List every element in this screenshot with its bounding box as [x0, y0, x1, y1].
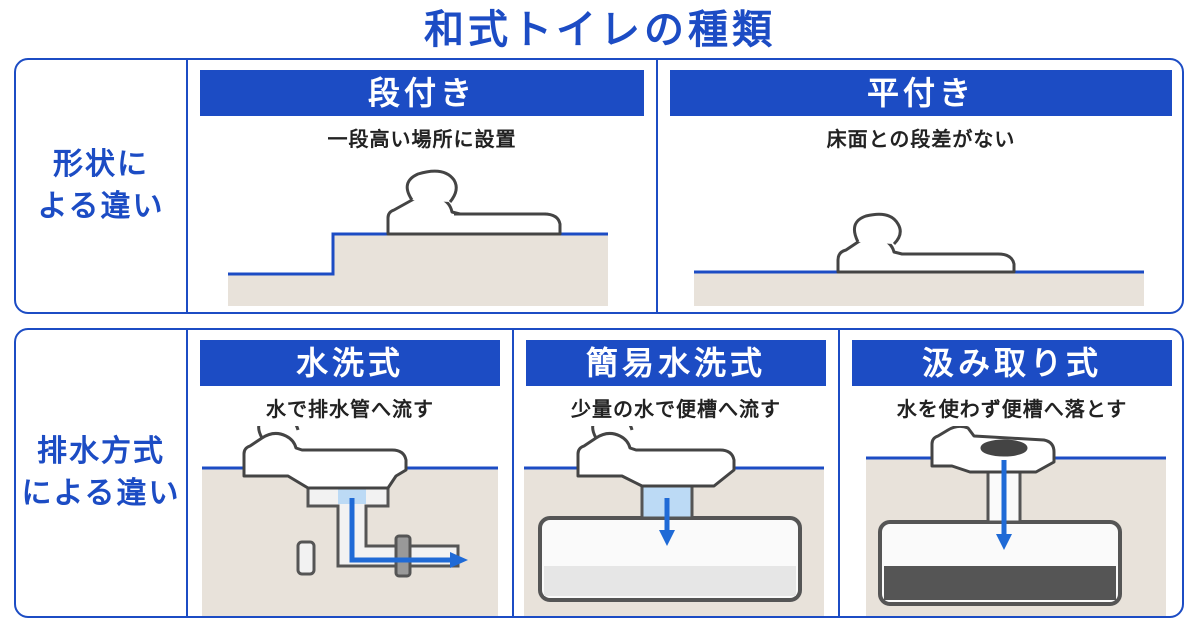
flow-arrow-head [450, 552, 468, 568]
panel-simple-flush: 簡易水洗式 少量の水で便槽へ流す [514, 330, 838, 616]
panel-flat-description: 床面との段差がない [826, 127, 1016, 151]
tank-contents [544, 566, 796, 596]
shape-section-label: 形状に よる違い [16, 60, 188, 312]
drain-section: 排水方式 による違い 水洗式 水で排水管へ流す 簡易水洗 [14, 328, 1184, 618]
simple-flush-toilet-illustration [524, 426, 824, 616]
panel-flat-heading: 平付き [670, 70, 1172, 116]
toilet-icon [242, 426, 408, 490]
drain-label-line-2: による違い [21, 476, 181, 511]
drain-divider-1 [512, 330, 514, 616]
toilet-icon [386, 169, 562, 236]
panel-flat: 平付き 床面との段差がない [658, 60, 1184, 312]
toilet-icon [836, 212, 1016, 274]
shape-label-line-2: よる違い [37, 189, 165, 224]
flow-arrow-head [996, 534, 1012, 550]
drain-label-line-1: 排水方式 [36, 434, 165, 469]
flow-arrow-head [659, 530, 675, 546]
panel-flush: 水洗式 水で排水管へ流す [188, 330, 512, 616]
raised-floor [228, 234, 608, 306]
drain-section-label: 排水方式 による違い [16, 330, 188, 616]
water [338, 486, 366, 504]
panel-pit-heading: 汲み取り式 [852, 340, 1172, 386]
drain-divider-2 [838, 330, 840, 616]
panel-flush-heading: 水洗式 [200, 340, 500, 386]
shape-section: 形状に よる違い 段付き 一段高い場所に設置 平付き 床面との段差がない [14, 58, 1184, 314]
panel-flush-description: 水で排水管へ流す [266, 397, 434, 421]
panel-simple-flush-heading: 簡易水洗式 [526, 340, 826, 386]
flat-toilet-illustration [694, 212, 1144, 306]
panel-stepped: 段付き 一段高い場所に設置 [188, 60, 656, 312]
panel-pit: 汲み取り式 水を使わず便槽へ落とす [840, 330, 1184, 616]
panel-pit-description: 水を使わず便槽へ落とす [896, 397, 1128, 421]
shape-divider [656, 60, 658, 312]
panel-stepped-heading: 段付き [200, 70, 644, 116]
flow-arrow-line [349, 498, 450, 563]
floor [694, 272, 1144, 306]
shape-label-line-1: 形状に [52, 147, 149, 182]
drain-pipe [296, 484, 460, 578]
panel-stepped-description: 一段高い場所に設置 [327, 127, 517, 151]
flush-toilet-illustration [202, 426, 498, 616]
tank-waste [884, 566, 1116, 600]
page-title: 和式トイレの種類 [424, 7, 776, 53]
stepped-toilet-illustration [228, 169, 608, 306]
toilet-icon [576, 426, 736, 488]
panel-simple-flush-description: 少量の水で便槽へ流す [571, 397, 781, 421]
toilet-icon [930, 426, 1056, 474]
pit-toilet-illustration [866, 426, 1166, 616]
